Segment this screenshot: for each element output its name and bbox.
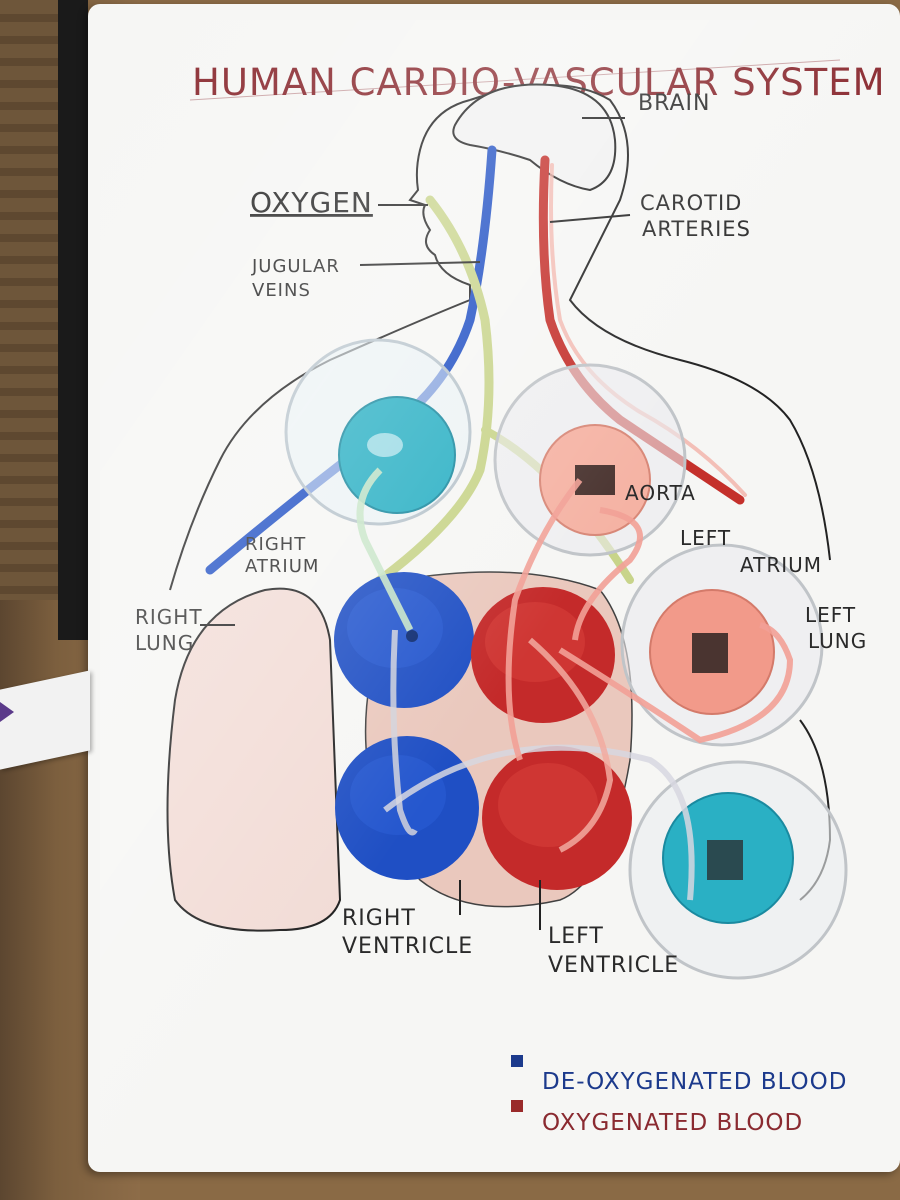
label-oxygen: OXYGEN xyxy=(250,186,373,219)
label-carotid-1: CAROTID xyxy=(640,191,742,215)
carotid-pointer xyxy=(549,214,631,223)
label-left-lung-1: LEFT xyxy=(805,603,856,627)
legend-swatch-oxygenated xyxy=(511,1100,523,1112)
label-carotid-2: ARTERIES xyxy=(642,217,751,241)
body-outline-right xyxy=(469,84,831,561)
dish-left-lung xyxy=(620,543,824,747)
sponge-square xyxy=(575,465,615,495)
label-right-lung-1: RIGHT xyxy=(135,605,203,629)
body-outline-left xyxy=(169,99,471,591)
tube-aorta xyxy=(505,478,583,761)
label-aorta: AORTA xyxy=(625,481,696,505)
sponge-square xyxy=(707,840,743,880)
label-left-ventricle-1: LEFT xyxy=(548,924,604,949)
label-brain: BRAIN xyxy=(638,91,710,116)
tube-lv xyxy=(528,637,614,853)
label-right-atrium-1: RIGHT xyxy=(245,534,306,555)
label-jugular-2: VEINS xyxy=(252,280,311,301)
table-shadow-strip xyxy=(58,0,88,640)
label-left-ventricle-2: VENTRICLE xyxy=(548,953,679,978)
label-right-atrium-2: ATRIUM xyxy=(245,556,319,577)
dish-top-right xyxy=(493,363,687,557)
tube-pulmonary xyxy=(383,744,695,901)
table-edge xyxy=(0,0,60,600)
right-atrium-lid xyxy=(334,572,474,708)
tube-lung xyxy=(558,622,794,744)
label-right-ventricle-2: VENTRICLE xyxy=(342,934,473,959)
card-marker xyxy=(0,702,14,722)
dish-top-left xyxy=(284,338,472,526)
legend-swatch-deoxygenated xyxy=(511,1055,523,1067)
sponge-square xyxy=(692,633,728,673)
legend-deoxygenated: DE-OXYGENATED BLOOD xyxy=(542,1069,847,1095)
tube-ra xyxy=(356,467,414,632)
label-left-atrium-2: ATRIUM xyxy=(740,553,822,577)
label-jugular-1: JUGULAR xyxy=(251,256,340,277)
dish-bottom-right xyxy=(628,760,848,980)
label-right-lung-2: LUNG xyxy=(135,631,194,655)
legend: DE-OXYGENATED BLOOD OXYGENATED BLOOD xyxy=(511,1055,847,1136)
tube-rv xyxy=(390,629,418,836)
label-right-ventricle-1: RIGHT xyxy=(342,906,416,931)
jugular-pointer xyxy=(359,261,481,266)
brain-shape xyxy=(452,83,617,192)
tube-la xyxy=(572,507,643,641)
label-left-lung-2: LUNG xyxy=(808,629,867,653)
left-ventricle-lid xyxy=(482,746,632,890)
label-left-atrium-1: LEFT xyxy=(680,526,731,550)
title-underline xyxy=(189,59,841,101)
right-ventricle-lid xyxy=(335,736,479,880)
right-lung xyxy=(166,587,342,932)
legend-oxygenated: OXYGENATED BLOOD xyxy=(542,1110,803,1136)
